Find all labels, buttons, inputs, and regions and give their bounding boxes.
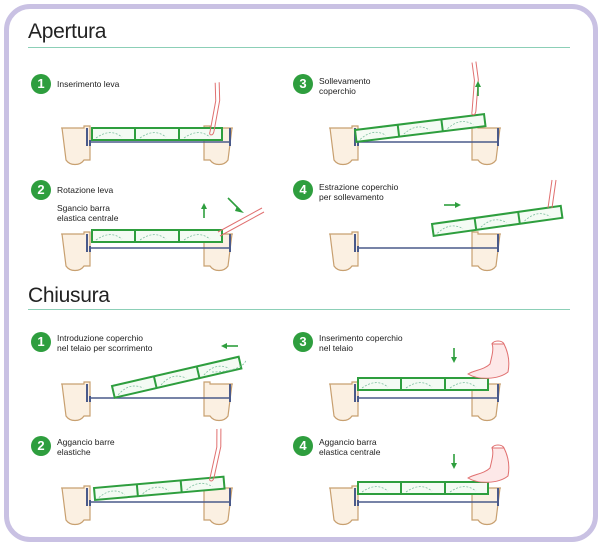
step-caption-chiusura-1: Introduzione coperchio nel telaio per sc… — [57, 333, 153, 353]
section-rule-apertura — [28, 47, 570, 48]
section-title-apertura: Apertura — [28, 20, 107, 43]
annotation-sgancio: Sgancio barra elastica centrale — [57, 203, 119, 223]
step-badge-apertura-2: 2 — [31, 180, 51, 200]
step-badge-chiusura-2: 2 — [31, 436, 51, 456]
step-badge-chiusura-1: 1 — [31, 332, 51, 352]
illustration-apertura-3 — [328, 61, 502, 166]
section-rule-chiusura — [28, 309, 570, 310]
illustration-apertura-2 — [60, 197, 265, 272]
illustration-chiusura-3 — [328, 340, 510, 422]
step-caption-apertura-3: Sollevamento coperchio — [319, 76, 371, 96]
illustration-apertura-4 — [328, 179, 564, 272]
step-badge-chiusura-4: 4 — [293, 436, 313, 456]
illustration-apertura-1 — [60, 81, 234, 166]
step-badge-apertura-1: 1 — [31, 74, 51, 94]
illustration-chiusura-2 — [60, 428, 234, 526]
step-caption-chiusura-3: Inserimento coperchio nel telaio — [319, 333, 403, 353]
step-badge-apertura-4: 4 — [293, 180, 313, 200]
illustration-chiusura-4 — [328, 444, 510, 526]
illustration-chiusura-1 — [60, 342, 247, 422]
step-caption-apertura-4: Estrazione coperchio per sollevamento — [319, 182, 399, 202]
step-badge-apertura-3: 3 — [293, 74, 313, 94]
step-caption-chiusura-4: Aggancio barra elastica centrale — [319, 437, 381, 457]
step-caption-chiusura-2: Aggancio barre elastiche — [57, 437, 115, 457]
step-badge-chiusura-3: 3 — [293, 332, 313, 352]
step-caption-apertura-1: Inserimento leva — [57, 79, 120, 89]
step-caption-apertura-2: Rotazione leva — [57, 185, 114, 195]
section-title-chiusura: Chiusura — [28, 284, 110, 307]
